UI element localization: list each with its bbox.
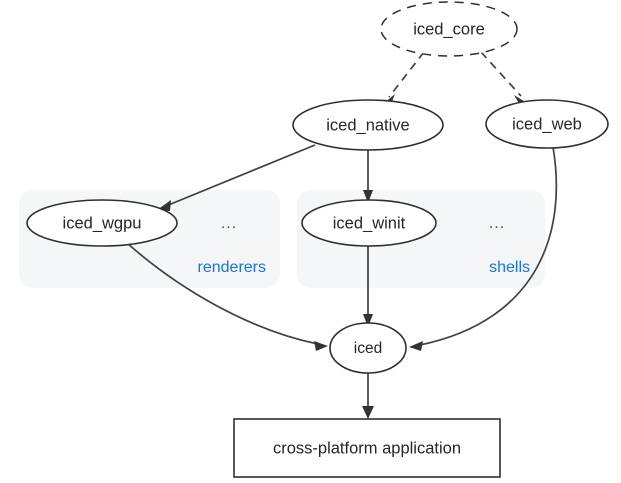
iced-label: iced	[354, 340, 382, 357]
iced-core-label: iced_core	[413, 20, 485, 38]
arrowhead-iced-to-application	[362, 406, 374, 419]
node-iced-wgpu[interactable]: iced_wgpu	[26, 199, 178, 247]
cluster-label-renderers: renderers	[198, 259, 266, 276]
iced-web-label: iced_web	[512, 115, 582, 133]
iced-native-label: iced_native	[326, 116, 409, 134]
renderers-ellipsis: ...	[221, 215, 237, 232]
node-iced-winit[interactable]: iced_winit	[301, 199, 437, 247]
iced-ellipse	[329, 322, 407, 374]
edge-core-to-native	[388, 51, 425, 98]
arrowhead-wgpu-to-iced	[314, 341, 328, 351]
edge-wgpu-to-iced	[126, 242, 319, 345]
iced-core-ellipse	[380, 1, 518, 57]
edge-core-to-web	[480, 51, 522, 97]
node-iced-web[interactable]: iced_web	[485, 99, 609, 149]
iced-wgpu-label: iced_wgpu	[63, 214, 142, 232]
arrowhead-native-to-winit	[363, 190, 373, 203]
application-rect	[233, 418, 501, 478]
node-iced[interactable]: iced	[329, 322, 407, 374]
node-iced-core[interactable]: iced_core	[380, 1, 518, 57]
arrowhead-web-to-iced	[409, 341, 423, 351]
cluster-label-shells: shells	[489, 259, 530, 276]
shells-ellipsis: ...	[489, 215, 505, 232]
application-label: cross-platform application	[273, 439, 461, 457]
iced-wgpu-ellipse	[26, 199, 178, 247]
edge-native-to-wgpu	[165, 144, 316, 207]
node-iced-native[interactable]: iced_native	[292, 99, 444, 151]
iced-winit-label: iced_winit	[333, 214, 406, 232]
edge-web-to-iced	[419, 146, 558, 346]
node-application[interactable]: cross-platform application	[233, 418, 501, 478]
iced-winit-ellipse	[301, 199, 437, 247]
arrowhead-winit-to-iced	[363, 314, 373, 327]
iced-web-ellipse	[485, 99, 609, 149]
iced-native-ellipse	[292, 99, 444, 151]
